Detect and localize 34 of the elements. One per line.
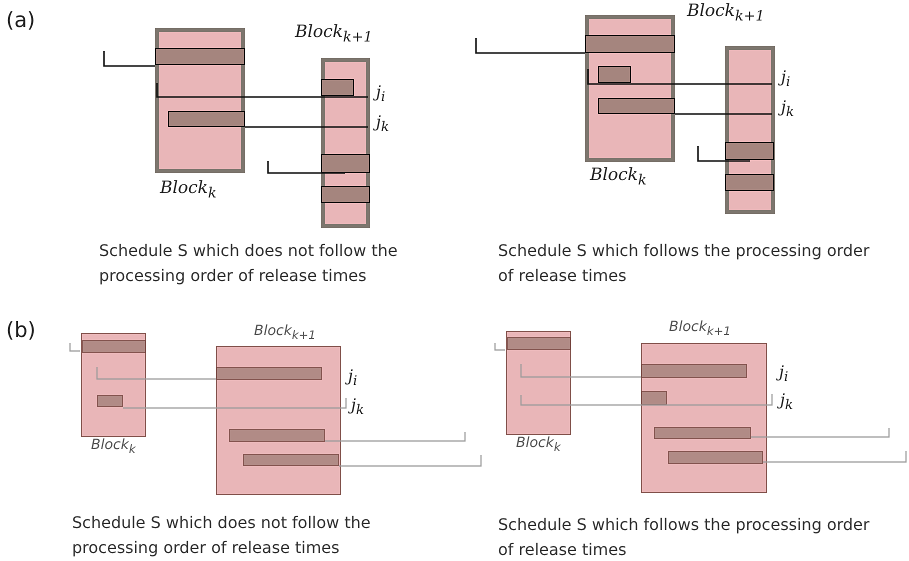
block-label: Block$_{k+1}$ bbox=[295, 22, 372, 46]
panel-label: (b) bbox=[6, 318, 36, 342]
job-bar bbox=[168, 111, 245, 127]
job-bar bbox=[216, 367, 322, 380]
caption-text: Schedule S which does not follow the processing order of release times bbox=[99, 240, 399, 287]
job-bar bbox=[155, 48, 245, 65]
block-label: Block$_{k}$ bbox=[160, 178, 217, 202]
job-bar bbox=[598, 66, 631, 83]
job-bar bbox=[321, 154, 370, 173]
block-label: Block$_{k+1}$ bbox=[687, 1, 764, 24]
job-bar bbox=[321, 186, 370, 203]
job-bar bbox=[321, 79, 354, 96]
job-bar bbox=[82, 340, 146, 353]
job-bar bbox=[97, 395, 123, 407]
job-bar bbox=[725, 174, 774, 191]
job-bar bbox=[598, 98, 675, 114]
panel-label: (a) bbox=[6, 8, 36, 32]
block-label: Block$_{k+1}$ bbox=[669, 319, 731, 338]
block-label: Block$_{k}$ bbox=[590, 165, 647, 188]
block-label: Block$_{k+1}$ bbox=[254, 323, 316, 342]
caption-text: Schedule S which follows the processing order of release times bbox=[498, 240, 870, 287]
caption-text: Schedule S which does not follow the processing order of release times bbox=[72, 512, 372, 559]
job-bar bbox=[243, 454, 339, 466]
job-bar bbox=[585, 35, 675, 53]
job-bar bbox=[507, 337, 571, 350]
job-bar bbox=[725, 142, 774, 160]
job-bar bbox=[229, 429, 325, 442]
job-bar bbox=[668, 451, 763, 464]
block-label: Block$_{k}$ bbox=[516, 435, 561, 454]
job-bar bbox=[654, 427, 751, 439]
caption-text: Schedule S which follows the processing order of release times bbox=[498, 514, 870, 561]
job-bar bbox=[641, 364, 747, 378]
job-bar bbox=[641, 391, 667, 405]
block-label: Block$_{k}$ bbox=[91, 437, 136, 456]
